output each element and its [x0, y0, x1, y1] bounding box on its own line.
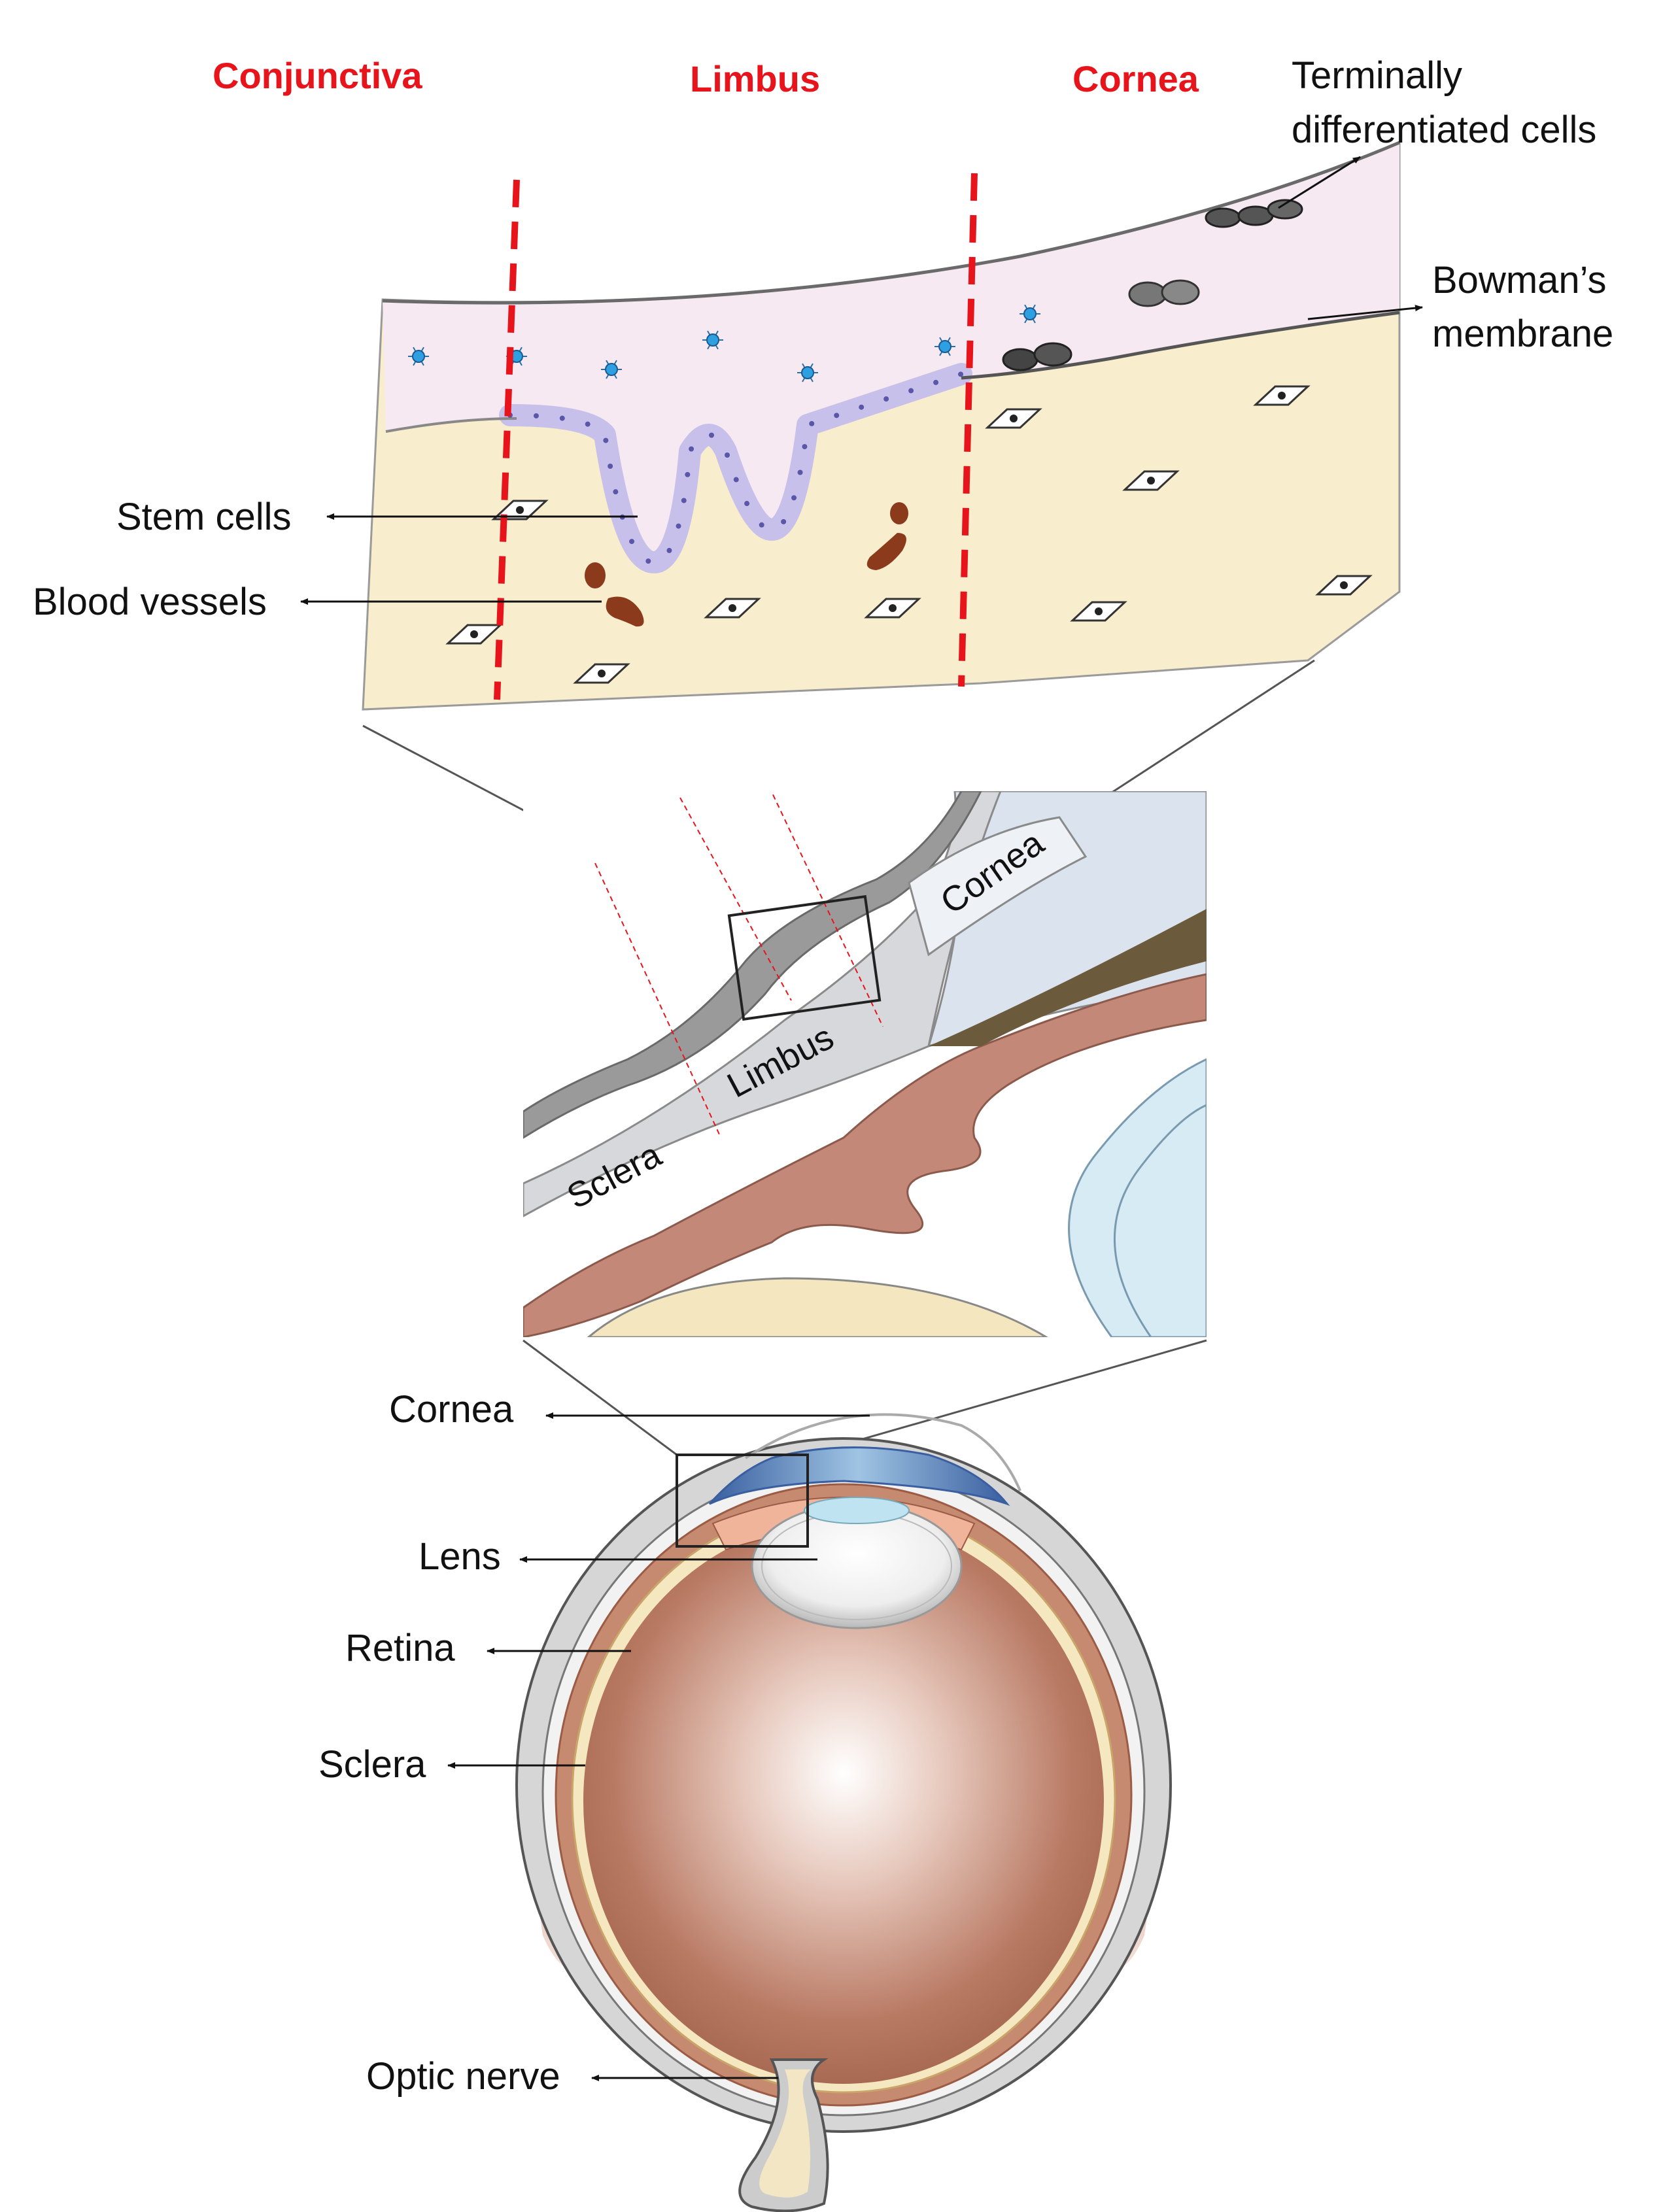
eye-optic-nerve-label: Optic nerve	[366, 2055, 560, 2098]
stem-cell-dot	[759, 522, 764, 528]
stem-cell-dot	[559, 415, 565, 421]
stem-cell-layer	[499, 363, 972, 573]
zone-limbus-label: Limbus	[690, 58, 820, 99]
stem-cell-dot	[958, 371, 964, 377]
stem-cell-dot	[797, 469, 803, 475]
zoom-line	[523, 1339, 677, 1456]
stem-cell-dot	[533, 413, 539, 418]
stem-cells-label: Stem cells	[116, 496, 292, 538]
stem-cell-dot	[883, 396, 889, 402]
eye-cornea-label: Cornea	[389, 1388, 514, 1431]
keratocyte	[1253, 385, 1311, 406]
epithelium	[383, 143, 1399, 569]
stem-cell-dot	[733, 477, 739, 483]
limbus-region-panel: Cornea Limbus Sclera	[523, 791, 1207, 1337]
stem-cell-dot	[809, 420, 815, 426]
stem-cell-dot	[645, 558, 651, 564]
blood-vessels	[585, 502, 908, 627]
bowman-label-line2: membrane	[1432, 313, 1613, 355]
eye-lens-label: Lens	[419, 1535, 501, 1578]
epithelial-cell	[934, 337, 955, 356]
keratocyte	[704, 598, 761, 619]
eye-sclera-label: Sclera	[318, 1743, 426, 1786]
keratocyte	[573, 663, 630, 684]
zoom-box-limbus	[727, 894, 882, 1021]
stem-cell-dot	[781, 519, 787, 524]
eye-retina-label: Retina	[345, 1627, 455, 1669]
keratocyte	[1122, 470, 1180, 491]
stem-cell-dots	[507, 371, 964, 564]
zone-conjunctiva-label: Conjunctiva	[213, 55, 422, 96]
zoom-line	[807, 1339, 1207, 1456]
stem-cell-dot	[685, 471, 691, 477]
epithelial-cell	[797, 363, 818, 383]
epithelial-cell	[408, 347, 429, 366]
stem-cell-dot	[681, 498, 687, 503]
keratocyte	[985, 408, 1042, 429]
bowmans-membrane	[961, 311, 1400, 380]
terminally-label-line1: Terminally	[1292, 54, 1462, 97]
stem-cell-dot	[603, 437, 609, 443]
terminally-arrow	[1278, 156, 1361, 209]
eyeball-cross-section	[515, 1413, 1172, 2212]
stem-cell-dot	[791, 495, 797, 501]
stem-cell-dot	[859, 404, 865, 410]
terminally-label-line2: differentiated cells	[1292, 109, 1596, 151]
stem-cell-dot	[908, 388, 914, 394]
stem-cell-dot	[689, 446, 694, 452]
keratocyte	[864, 598, 921, 619]
keratocyte	[1315, 575, 1373, 596]
bowman-label-line1: Bowman’s	[1432, 259, 1607, 301]
stem-cell-dot	[608, 463, 613, 469]
tissue-section-panel	[362, 141, 1401, 711]
keratocytes	[445, 385, 1373, 684]
stem-cell-dot	[629, 539, 635, 545]
stem-cell-dot	[725, 452, 730, 458]
bowman-arrow	[1307, 305, 1423, 320]
epithelial-cell	[1020, 304, 1040, 324]
stem-cell-dot	[709, 432, 715, 438]
stem-cell-dot	[666, 547, 672, 553]
stem-cell-dot	[585, 421, 591, 427]
basal-cells	[408, 304, 1040, 383]
epithelial-cell	[702, 330, 723, 350]
stem-cell-dot	[802, 444, 808, 450]
terminally-differentiated-cells	[1002, 199, 1303, 371]
stem-cell-dot	[676, 523, 681, 529]
zoom-box-eye	[676, 1454, 809, 1548]
stem-cell-dot	[933, 379, 939, 385]
zone-cornea-label: Cornea	[1072, 58, 1199, 99]
stem-cell-dot	[744, 501, 750, 507]
stem-cell-dot	[613, 489, 619, 495]
epithelial-cell	[601, 360, 622, 379]
stem-cell-dot	[834, 413, 840, 418]
zone-divider-right	[958, 173, 978, 687]
zone-divider-left	[494, 179, 520, 700]
blood-vessels-label: Blood vessels	[33, 581, 267, 623]
keratocyte	[1070, 601, 1127, 622]
